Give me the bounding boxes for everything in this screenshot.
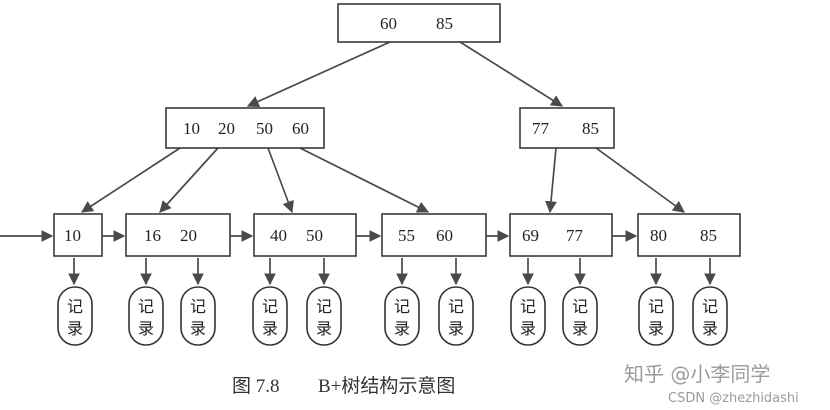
edge-root-to-internal-right [459, 41, 564, 107]
internal-left-key-1: 10 [183, 119, 200, 138]
record-3-bottom: 录 [190, 319, 206, 338]
record-2-top: 记 [138, 297, 154, 316]
record-7-top: 记 [448, 297, 464, 316]
record-6-bottom: 录 [394, 319, 410, 338]
leaf-5-key-2: 77 [566, 226, 584, 245]
internal-node-left: 10 20 50 60 [165, 107, 325, 149]
internal-node-right: 77 85 [519, 107, 615, 149]
leaf-6-key-1: 80 [650, 226, 667, 245]
leaf-3-key-1: 40 [270, 226, 287, 245]
record-1-bottom: 录 [67, 319, 83, 338]
record-10-bottom: 录 [648, 319, 664, 338]
leaf-node-2: 16 20 [125, 213, 231, 257]
record-3-top: 记 [190, 297, 206, 316]
zhihu-watermark: 知乎 @小李同学 [624, 362, 770, 386]
record-11-bottom: 录 [702, 319, 718, 338]
leaf-node-4: 55 60 [381, 213, 487, 257]
record-7-bottom: 录 [448, 319, 464, 338]
record-7: 记 录 [438, 286, 474, 346]
internal-left-key-2: 20 [218, 119, 235, 138]
root-key-1: 60 [380, 14, 397, 33]
edge-internal-left-to-leaf-3 [267, 147, 294, 214]
record-2: 记 录 [128, 286, 164, 346]
leaf-1-key-1: 10 [64, 226, 81, 245]
record-9: 记 录 [562, 286, 598, 346]
root-node: 60 85 [337, 3, 501, 43]
record-6-top: 记 [394, 297, 410, 316]
record-11-top: 记 [702, 297, 718, 316]
record-3: 记 录 [180, 286, 216, 346]
leaf-2-key-2: 20 [180, 226, 197, 245]
record-11: 记 录 [692, 286, 728, 346]
leaf-4-key-2: 60 [436, 226, 453, 245]
record-2-bottom: 录 [138, 319, 154, 338]
edge-internal-left-to-leaf-2 [159, 147, 219, 213]
figure-title: B+树结构示意图 [318, 375, 455, 397]
leaf-node-1: 10 [53, 213, 103, 257]
internal-left-key-3: 50 [256, 119, 273, 138]
record-5-bottom: 录 [316, 319, 332, 338]
internal-right-key-1: 77 [532, 119, 550, 138]
record-1: 记 录 [57, 286, 93, 346]
record-6: 记 录 [384, 286, 420, 346]
record-4-top: 记 [262, 297, 278, 316]
root-key-2: 85 [436, 14, 453, 33]
edge-internal-left-to-leaf-1 [81, 147, 181, 213]
record-8-top: 记 [520, 297, 536, 316]
record-1-top: 记 [67, 297, 83, 316]
record-5: 记 录 [306, 286, 342, 346]
csdn-watermark: CSDN @zhezhidashi [668, 391, 799, 406]
record-10: 记 录 [638, 286, 674, 346]
record-5-top: 记 [316, 297, 332, 316]
edge-internal-left-to-leaf-4 [299, 147, 430, 213]
edge-internal-right-to-leaf-6 [595, 147, 685, 213]
record-9-top: 记 [572, 297, 588, 316]
leaf-node-5: 69 77 [509, 213, 613, 257]
leaf-4-key-1: 55 [398, 226, 415, 245]
record-9-bottom: 录 [572, 319, 588, 338]
leaf-5-key-1: 69 [522, 226, 539, 245]
record-4: 记 录 [252, 286, 288, 346]
edge-root-to-internal-left [246, 41, 391, 108]
internal-left-key-4: 60 [292, 119, 309, 138]
leaf-node-3: 40 50 [253, 213, 357, 257]
leaf-6-key-2: 85 [700, 226, 717, 245]
leaf-3-key-2: 50 [306, 226, 323, 245]
edge-internal-right-to-leaf-5 [545, 147, 557, 214]
leaf-node-6: 80 85 [637, 213, 741, 257]
record-8-bottom: 录 [520, 319, 536, 338]
record-8: 记 录 [510, 286, 546, 346]
figure-number: 图 7.8 [232, 376, 280, 397]
internal-right-key-2: 85 [582, 119, 599, 138]
leaf-2-key-1: 16 [144, 226, 161, 245]
record-10-top: 记 [648, 297, 664, 316]
record-4-bottom: 录 [262, 319, 278, 338]
